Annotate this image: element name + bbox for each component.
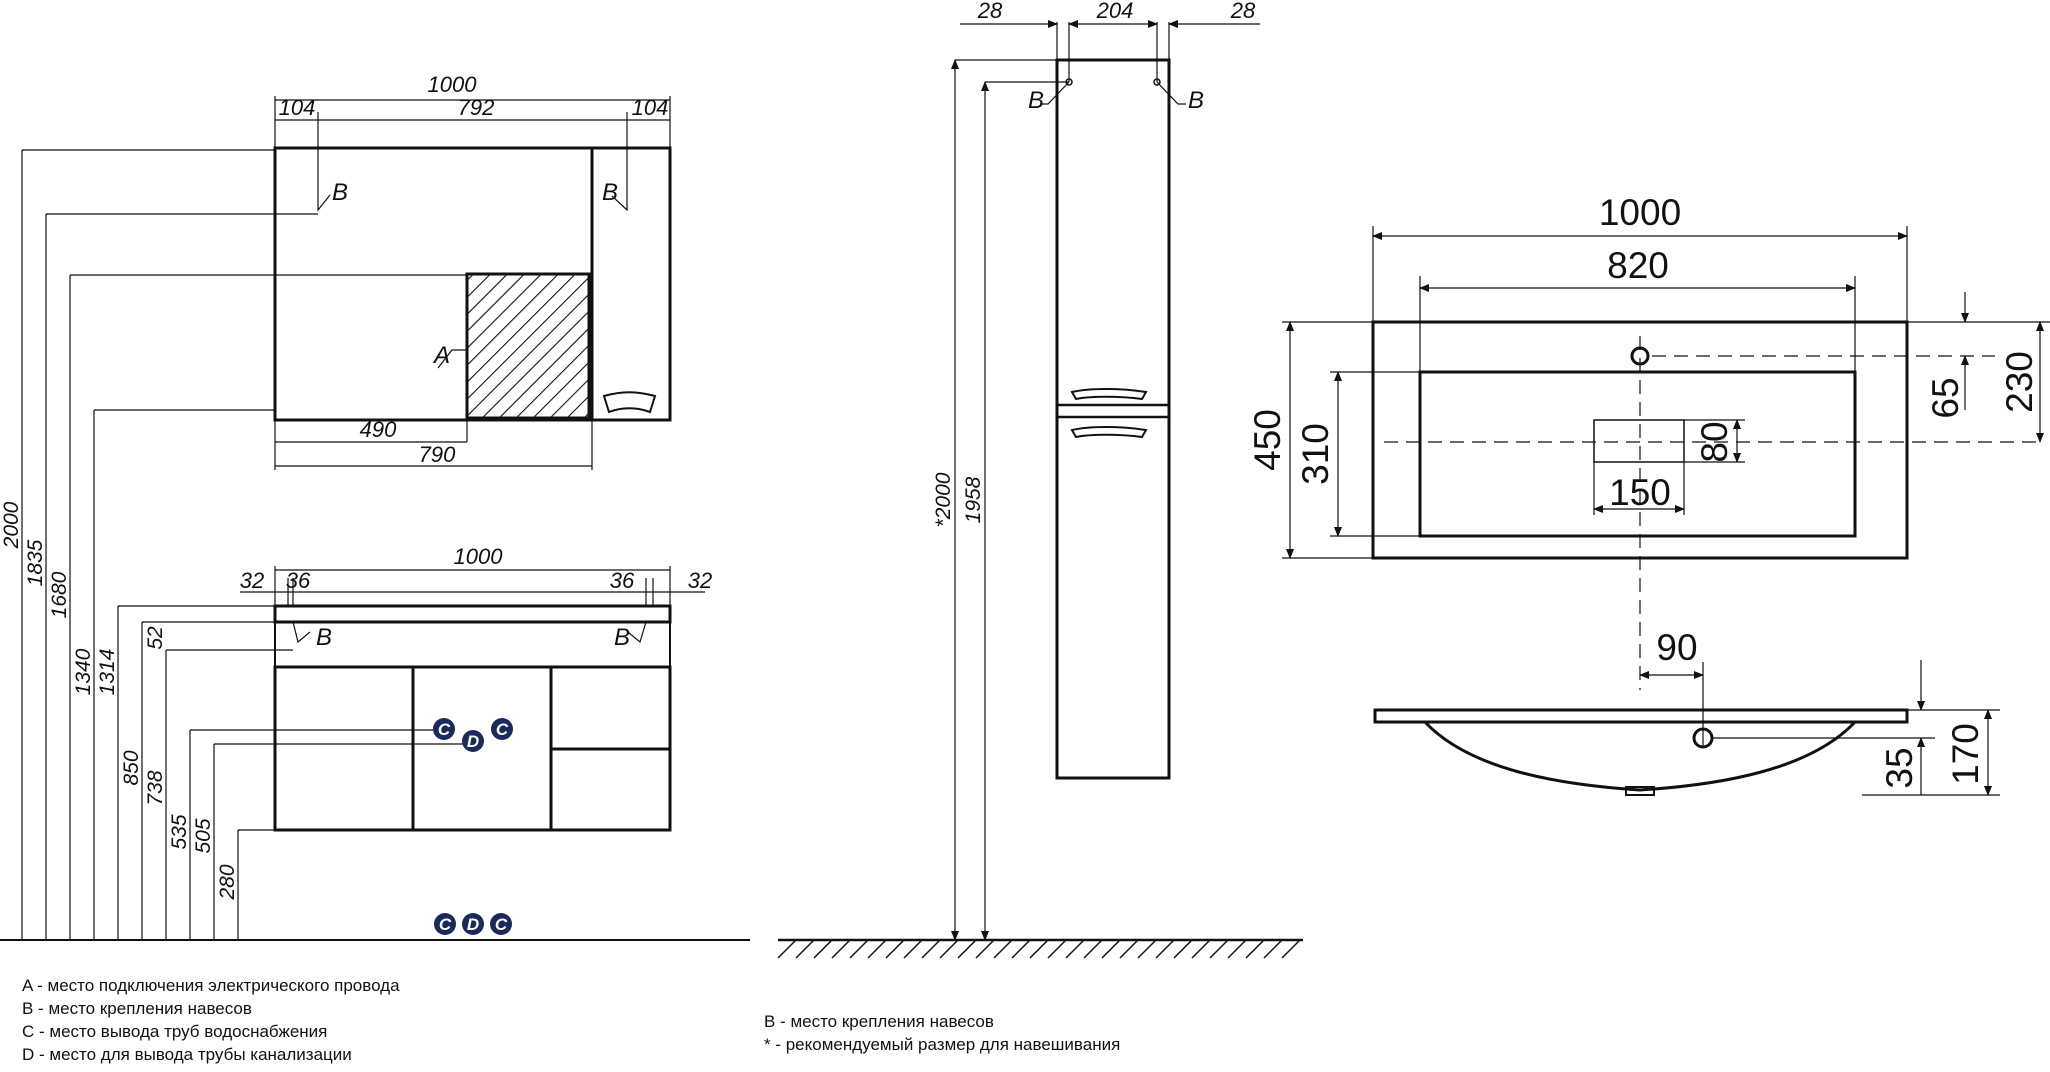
column-marker-b-left: B	[1028, 87, 1044, 114]
point-d-upper: D	[467, 732, 479, 751]
column-height-total-label: *2000	[932, 472, 955, 527]
drain-depth-label: 80	[1694, 421, 1735, 462]
point-d-floor: D	[467, 915, 479, 934]
height-2000-label: 2000	[0, 501, 23, 549]
height-dimensions	[0, 149, 750, 941]
dim-490-label: 490	[360, 417, 397, 442]
vanity-inner-right-label: 36	[610, 568, 635, 593]
bowl-width-label: 820	[1607, 245, 1669, 286]
mirror-width-label: 1000	[428, 72, 478, 97]
column-legend-item-star: * - рекомендуемый размер для навешивания	[764, 1035, 1121, 1054]
marker-b-right: B	[602, 179, 618, 206]
column-right-gap-label: 28	[1230, 0, 1256, 23]
height-280-label: 280	[216, 864, 239, 900]
legend-item-c: C - место вывода труб водоснабжения	[22, 1022, 328, 1041]
height-dimension-labels: 2000 1835 1680 1340 1314 52 850 738 535 …	[0, 501, 239, 900]
column-handle-lower-icon	[1070, 426, 1148, 439]
column-legend-item-b: B - место крепления навесов	[764, 1012, 994, 1031]
column-cabinet	[1055, 58, 1171, 780]
point-c-upper-left: C	[438, 720, 451, 739]
dim-790-label: 790	[419, 442, 456, 467]
left-legend: A - место подключения электрического про…	[22, 974, 400, 1066]
height-1680-label: 1680	[48, 571, 71, 618]
left-view-labels: 1000 104 792 104 B B A 490 790 1000 32 3…	[0, 72, 712, 935]
height-52-label: 52	[144, 626, 167, 650]
marker-a: A	[432, 342, 450, 369]
vanity-inner-left-label: 36	[286, 568, 311, 593]
electrical-zone-hatch	[465, 272, 591, 420]
column-view	[777, 20, 1303, 959]
tap-depth-label: 230	[1999, 351, 2040, 413]
cabinet-handle-icon	[602, 391, 657, 414]
column-view-labels: 28 204 28 B B *2000 1958	[932, 0, 1256, 527]
section-offset-label: 90	[1656, 627, 1697, 668]
legend-item-a: A - место подключения электрического про…	[22, 976, 400, 995]
supply-points-floor: C D C	[434, 913, 512, 935]
height-1340-label: 1340	[72, 648, 95, 695]
basin-view	[1282, 226, 2050, 796]
basin-width-label: 1000	[1599, 192, 1681, 233]
tap-offset-label: 65	[1925, 377, 1966, 418]
basin-depth-label: 450	[1247, 409, 1288, 471]
section-drop-label: 35	[1879, 747, 1920, 788]
height-1314-label: 1314	[96, 649, 119, 696]
column-handle-upper-icon	[1070, 388, 1148, 401]
mirror-cabinet	[273, 96, 672, 470]
legend-item-b: B - место крепления навесов	[22, 999, 252, 1018]
height-850-label: 850	[120, 750, 143, 785]
supply-points-upper: C D C	[433, 718, 513, 752]
point-c-upper-right: C	[496, 720, 509, 739]
basin-bowl	[1418, 370, 1857, 538]
height-738-label: 738	[144, 770, 167, 805]
column-height-mount-label: 1958	[962, 476, 985, 523]
marker-b-left: B	[332, 179, 348, 206]
height-535-label: 535	[168, 814, 191, 849]
vanity-side-right-label: 32	[688, 568, 712, 593]
height-505-label: 505	[192, 818, 215, 853]
marker-b-vanity-right: B	[614, 624, 630, 651]
column-marker-b-right: B	[1188, 87, 1204, 114]
basin-section-bowl	[1423, 720, 1857, 792]
basin-section-top	[1373, 708, 1909, 724]
vanity-width-label: 1000	[454, 544, 504, 569]
drain-width-label: 150	[1609, 472, 1671, 513]
section-height-label: 170	[1945, 723, 1986, 785]
height-1835-label: 1835	[24, 539, 47, 586]
mirror-inner-width-label: 792	[458, 95, 495, 120]
column-width-label: 204	[1096, 0, 1134, 23]
mirror-right-offset-label: 104	[632, 95, 669, 120]
basin-drain	[1593, 419, 1685, 463]
vanity-side-left-label: 32	[240, 568, 264, 593]
bowl-depth-label: 310	[1295, 423, 1336, 485]
column-left-gap-label: 28	[977, 0, 1003, 23]
basin-view-labels: 1000 820 450 310 65 230 150 80 90 35 170	[1247, 192, 2040, 789]
point-c-floor-left: C	[439, 915, 452, 934]
column-legend: B - место крепления навесов * - рекоменд…	[764, 1010, 1120, 1056]
point-c-floor-right: C	[495, 915, 508, 934]
floor-hatch	[777, 939, 1301, 959]
marker-b-vanity-left: B	[316, 624, 332, 651]
left-view	[0, 96, 750, 941]
vanity-unit	[240, 566, 705, 832]
mirror-left-offset-label: 104	[279, 95, 316, 120]
legend-item-d: D - место для вывода трубы канализации	[22, 1045, 352, 1064]
